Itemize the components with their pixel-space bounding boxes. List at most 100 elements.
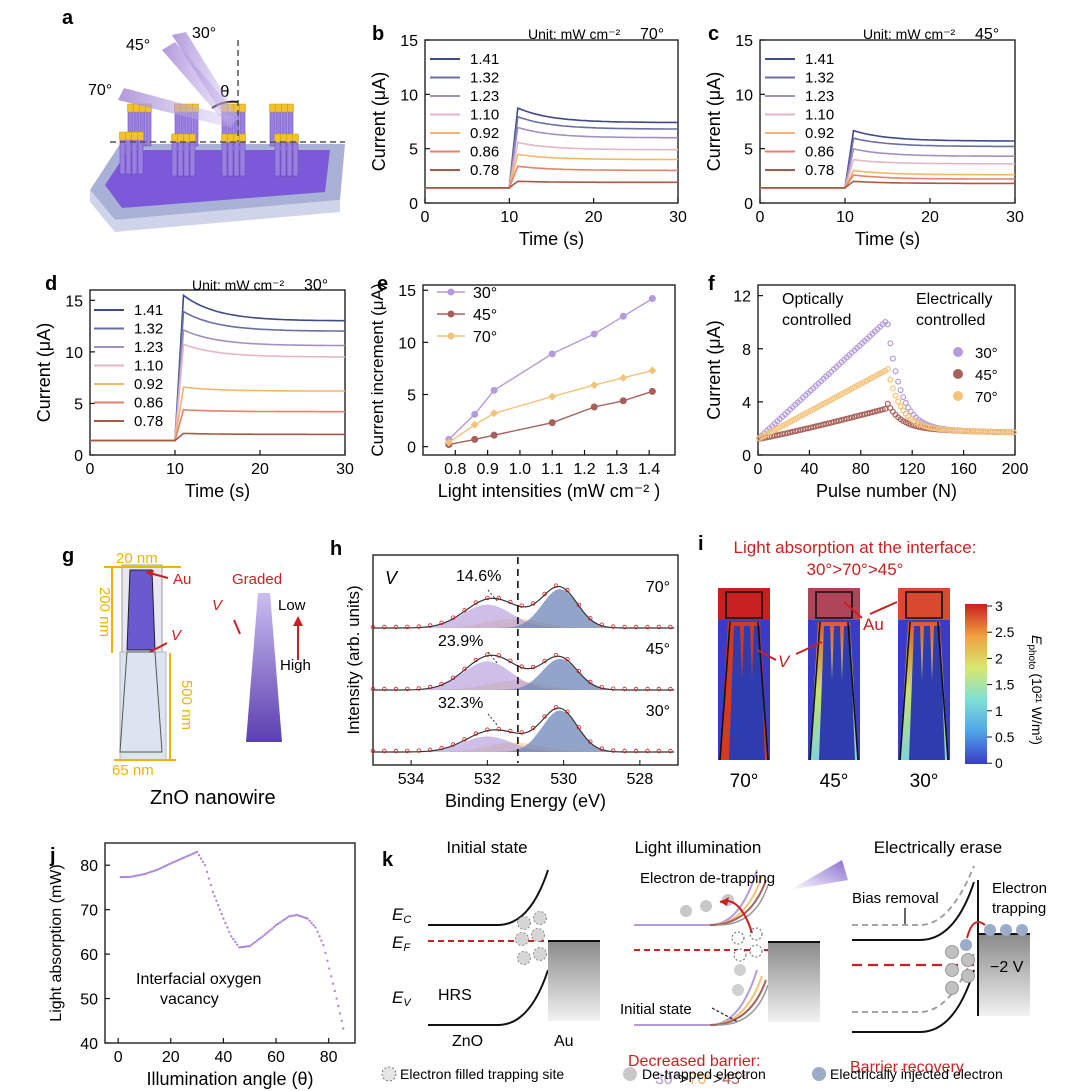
substrate-side xyxy=(90,190,340,232)
panel-labels: a b c d e f g h i j k xyxy=(45,7,719,871)
data-point xyxy=(324,951,327,955)
series-line-0.78 xyxy=(425,180,678,189)
x-tick-label: 20 xyxy=(162,1049,180,1066)
series-line-1.23 xyxy=(90,328,346,442)
colorbar xyxy=(965,604,987,764)
xps-data-point xyxy=(553,653,559,658)
data-point xyxy=(238,946,241,949)
trapped-electron xyxy=(531,928,545,942)
k-initial-diagram: EC EF EV HRS ZnO Au xyxy=(392,869,600,1050)
y-tick-label: 8 xyxy=(742,342,751,359)
data-point xyxy=(194,851,197,854)
high-label: High xyxy=(280,657,311,674)
xps-data-point xyxy=(393,686,399,692)
xps-data-point xyxy=(565,657,570,662)
detrapped-electron xyxy=(700,900,712,912)
data-point xyxy=(295,913,299,917)
series-line-1.32 xyxy=(90,310,345,442)
y-tick-label: 10 xyxy=(65,345,83,362)
sim-angle-label-45°: 45° xyxy=(820,771,849,792)
y-tick-label: 15 xyxy=(735,33,753,50)
colorbar-ticks: 32.521.510.50 xyxy=(987,598,1015,771)
vac-arrow xyxy=(149,642,168,653)
xps-data-point xyxy=(656,686,662,692)
data-point xyxy=(143,872,146,876)
legend-label-1.10: 1.10 xyxy=(470,107,499,124)
panel-label-j: j xyxy=(49,845,56,867)
axis-frame xyxy=(104,842,356,1044)
xps-data-point xyxy=(576,602,582,608)
data-point-30° xyxy=(889,355,896,362)
annotation-controlled-1: controlled xyxy=(782,312,851,329)
x-tick-label: 160 xyxy=(950,461,977,478)
y-axis-label: Current (μA) xyxy=(369,72,389,171)
x-tick-label: 20 xyxy=(921,209,939,226)
graded-label: Graded xyxy=(232,571,282,588)
data-point xyxy=(265,932,268,935)
gold-tip xyxy=(287,103,294,113)
data-point xyxy=(259,936,263,939)
y-tick-label: 0 xyxy=(407,440,416,457)
data-point xyxy=(226,926,229,929)
data-point xyxy=(245,945,248,948)
data-point xyxy=(197,854,201,857)
k1-ev-band xyxy=(428,969,549,1026)
angle-label: 45° xyxy=(975,26,999,43)
legend-marker xyxy=(953,347,963,357)
data-point-45° xyxy=(830,419,837,426)
xps-data-point xyxy=(668,686,673,692)
xps-data-point xyxy=(428,747,433,753)
axis-frame xyxy=(757,284,1016,456)
fit-peak-vacancy xyxy=(373,661,675,690)
nanowire-rod xyxy=(131,137,138,175)
data-point xyxy=(195,850,199,854)
xps-data-point xyxy=(416,624,421,629)
xps-data-point xyxy=(519,664,524,669)
legend-injected-label: Electrically injected electron xyxy=(830,1066,1003,1082)
data-point xyxy=(203,864,207,867)
sim-outline xyxy=(899,591,949,761)
trapped-electron xyxy=(515,932,529,946)
x-tick-label: 0.8 xyxy=(444,461,466,478)
xps-data-point xyxy=(645,748,650,754)
sim-angle-label-30°: 30° xyxy=(910,771,939,792)
trapped-electron xyxy=(945,945,959,959)
i-title-2: 30°>70°>45° xyxy=(807,560,904,579)
data-point xyxy=(292,914,295,917)
i-au-arrow-1 xyxy=(843,601,863,619)
xps-data-point xyxy=(439,745,444,751)
xps-data-point xyxy=(450,615,456,620)
x-tick-label: 0 xyxy=(421,209,430,226)
series-line-0.86 xyxy=(760,174,1015,189)
nanowire-arrays xyxy=(119,103,299,177)
data-point xyxy=(190,853,193,856)
empty-trap-site xyxy=(731,931,745,945)
xps-data-point xyxy=(576,669,582,674)
xps-data-point xyxy=(496,653,501,658)
vacancy-percent-45°: 23.9% xyxy=(438,633,483,650)
x-tick-label: 10 xyxy=(166,461,184,478)
data-point xyxy=(230,935,233,938)
data-point-70° xyxy=(648,366,657,375)
dim-bottom-label: 65 nm xyxy=(112,762,154,779)
y-axis-label: Current (μA) xyxy=(704,320,724,419)
legend-label-0.92: 0.92 xyxy=(134,376,163,393)
xps-data-point xyxy=(622,624,627,630)
xps-data-point xyxy=(405,748,410,754)
data-point xyxy=(192,852,195,855)
k-electron-label: Electron xyxy=(992,880,1047,897)
legend-injected-icon xyxy=(812,1067,826,1081)
axis-frame xyxy=(424,39,679,204)
k2-ec-initial xyxy=(717,884,769,926)
data-point xyxy=(173,860,176,863)
y-tick-label: 60 xyxy=(80,947,98,964)
legend-label-70°: 70° xyxy=(975,389,998,406)
x-tick-label: 1.1 xyxy=(541,461,563,478)
injected-electron xyxy=(960,939,972,951)
panel-label-c: c xyxy=(708,23,719,45)
k-hrs-label: HRS xyxy=(438,987,472,1004)
data-point xyxy=(312,924,315,927)
colorbar-tick-label: 1 xyxy=(995,703,1003,719)
